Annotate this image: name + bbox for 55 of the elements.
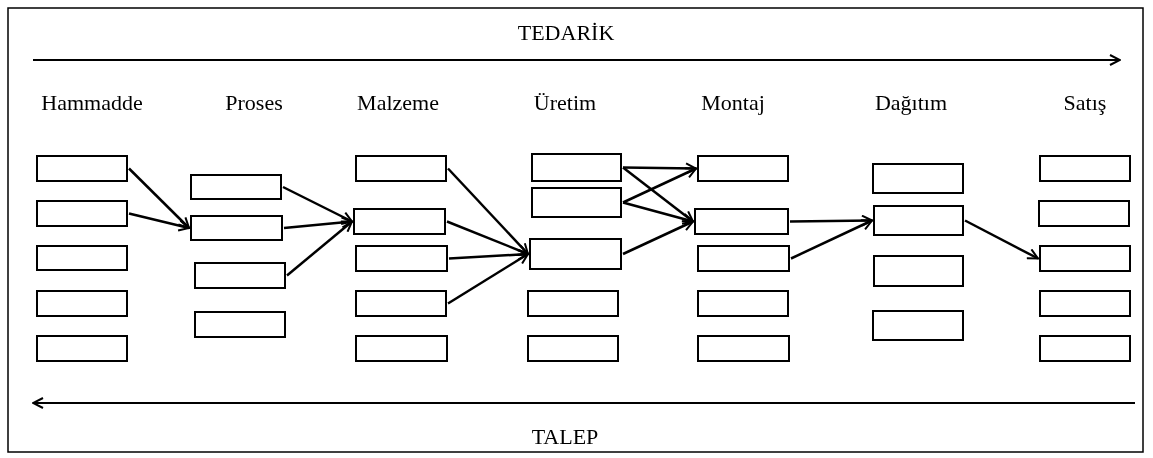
empty-box <box>531 153 622 182</box>
arrow <box>447 167 529 255</box>
column-heading: Malzeme <box>357 90 439 116</box>
arrow <box>622 166 694 223</box>
empty-box <box>694 208 789 235</box>
axis-label: TEDARİK <box>517 20 615 46</box>
arrow <box>622 220 694 256</box>
arrow <box>446 220 529 256</box>
arrow <box>128 212 190 232</box>
arrow <box>622 167 697 204</box>
empty-box <box>697 155 789 182</box>
empty-box <box>1039 335 1131 362</box>
empty-box <box>697 335 790 362</box>
column-heading: Montaj <box>701 90 765 116</box>
empty-box <box>36 290 128 317</box>
empty-box <box>190 215 283 241</box>
empty-box <box>355 335 448 362</box>
column-heading: Dağıtım <box>874 90 948 116</box>
column-heading: Proses <box>225 90 283 116</box>
empty-box <box>697 245 790 272</box>
arrow <box>447 252 529 305</box>
empty-box <box>697 290 789 317</box>
empty-box <box>36 335 128 362</box>
axis-label: TALEP <box>531 424 599 450</box>
empty-box <box>1039 245 1131 272</box>
empty-box <box>873 205 964 236</box>
column-heading: Hammadde <box>41 90 143 116</box>
empty-box <box>531 187 622 218</box>
arrow <box>286 220 353 277</box>
empty-box <box>36 245 128 271</box>
empty-box <box>872 163 964 194</box>
empty-box <box>1038 200 1130 227</box>
empty-box <box>194 262 286 289</box>
empty-box <box>1039 155 1131 182</box>
empty-box <box>872 310 964 341</box>
empty-box <box>353 208 446 235</box>
column-heading: Üretim <box>533 90 597 116</box>
empty-box <box>527 290 619 317</box>
column-heading: Satış <box>1063 90 1107 116</box>
arrow <box>964 219 1039 260</box>
arrow <box>622 201 694 225</box>
empty-box <box>355 245 448 272</box>
empty-box <box>355 155 447 182</box>
empty-box <box>194 311 286 338</box>
empty-box <box>529 238 622 270</box>
arrow <box>128 167 190 229</box>
empty-box <box>355 290 447 317</box>
empty-box <box>190 174 282 200</box>
arrow <box>282 185 353 223</box>
empty-box <box>873 255 964 287</box>
empty-box <box>1039 290 1131 317</box>
empty-box <box>36 200 128 227</box>
arrow <box>790 219 873 260</box>
empty-box <box>527 335 619 362</box>
empty-box <box>36 155 128 182</box>
